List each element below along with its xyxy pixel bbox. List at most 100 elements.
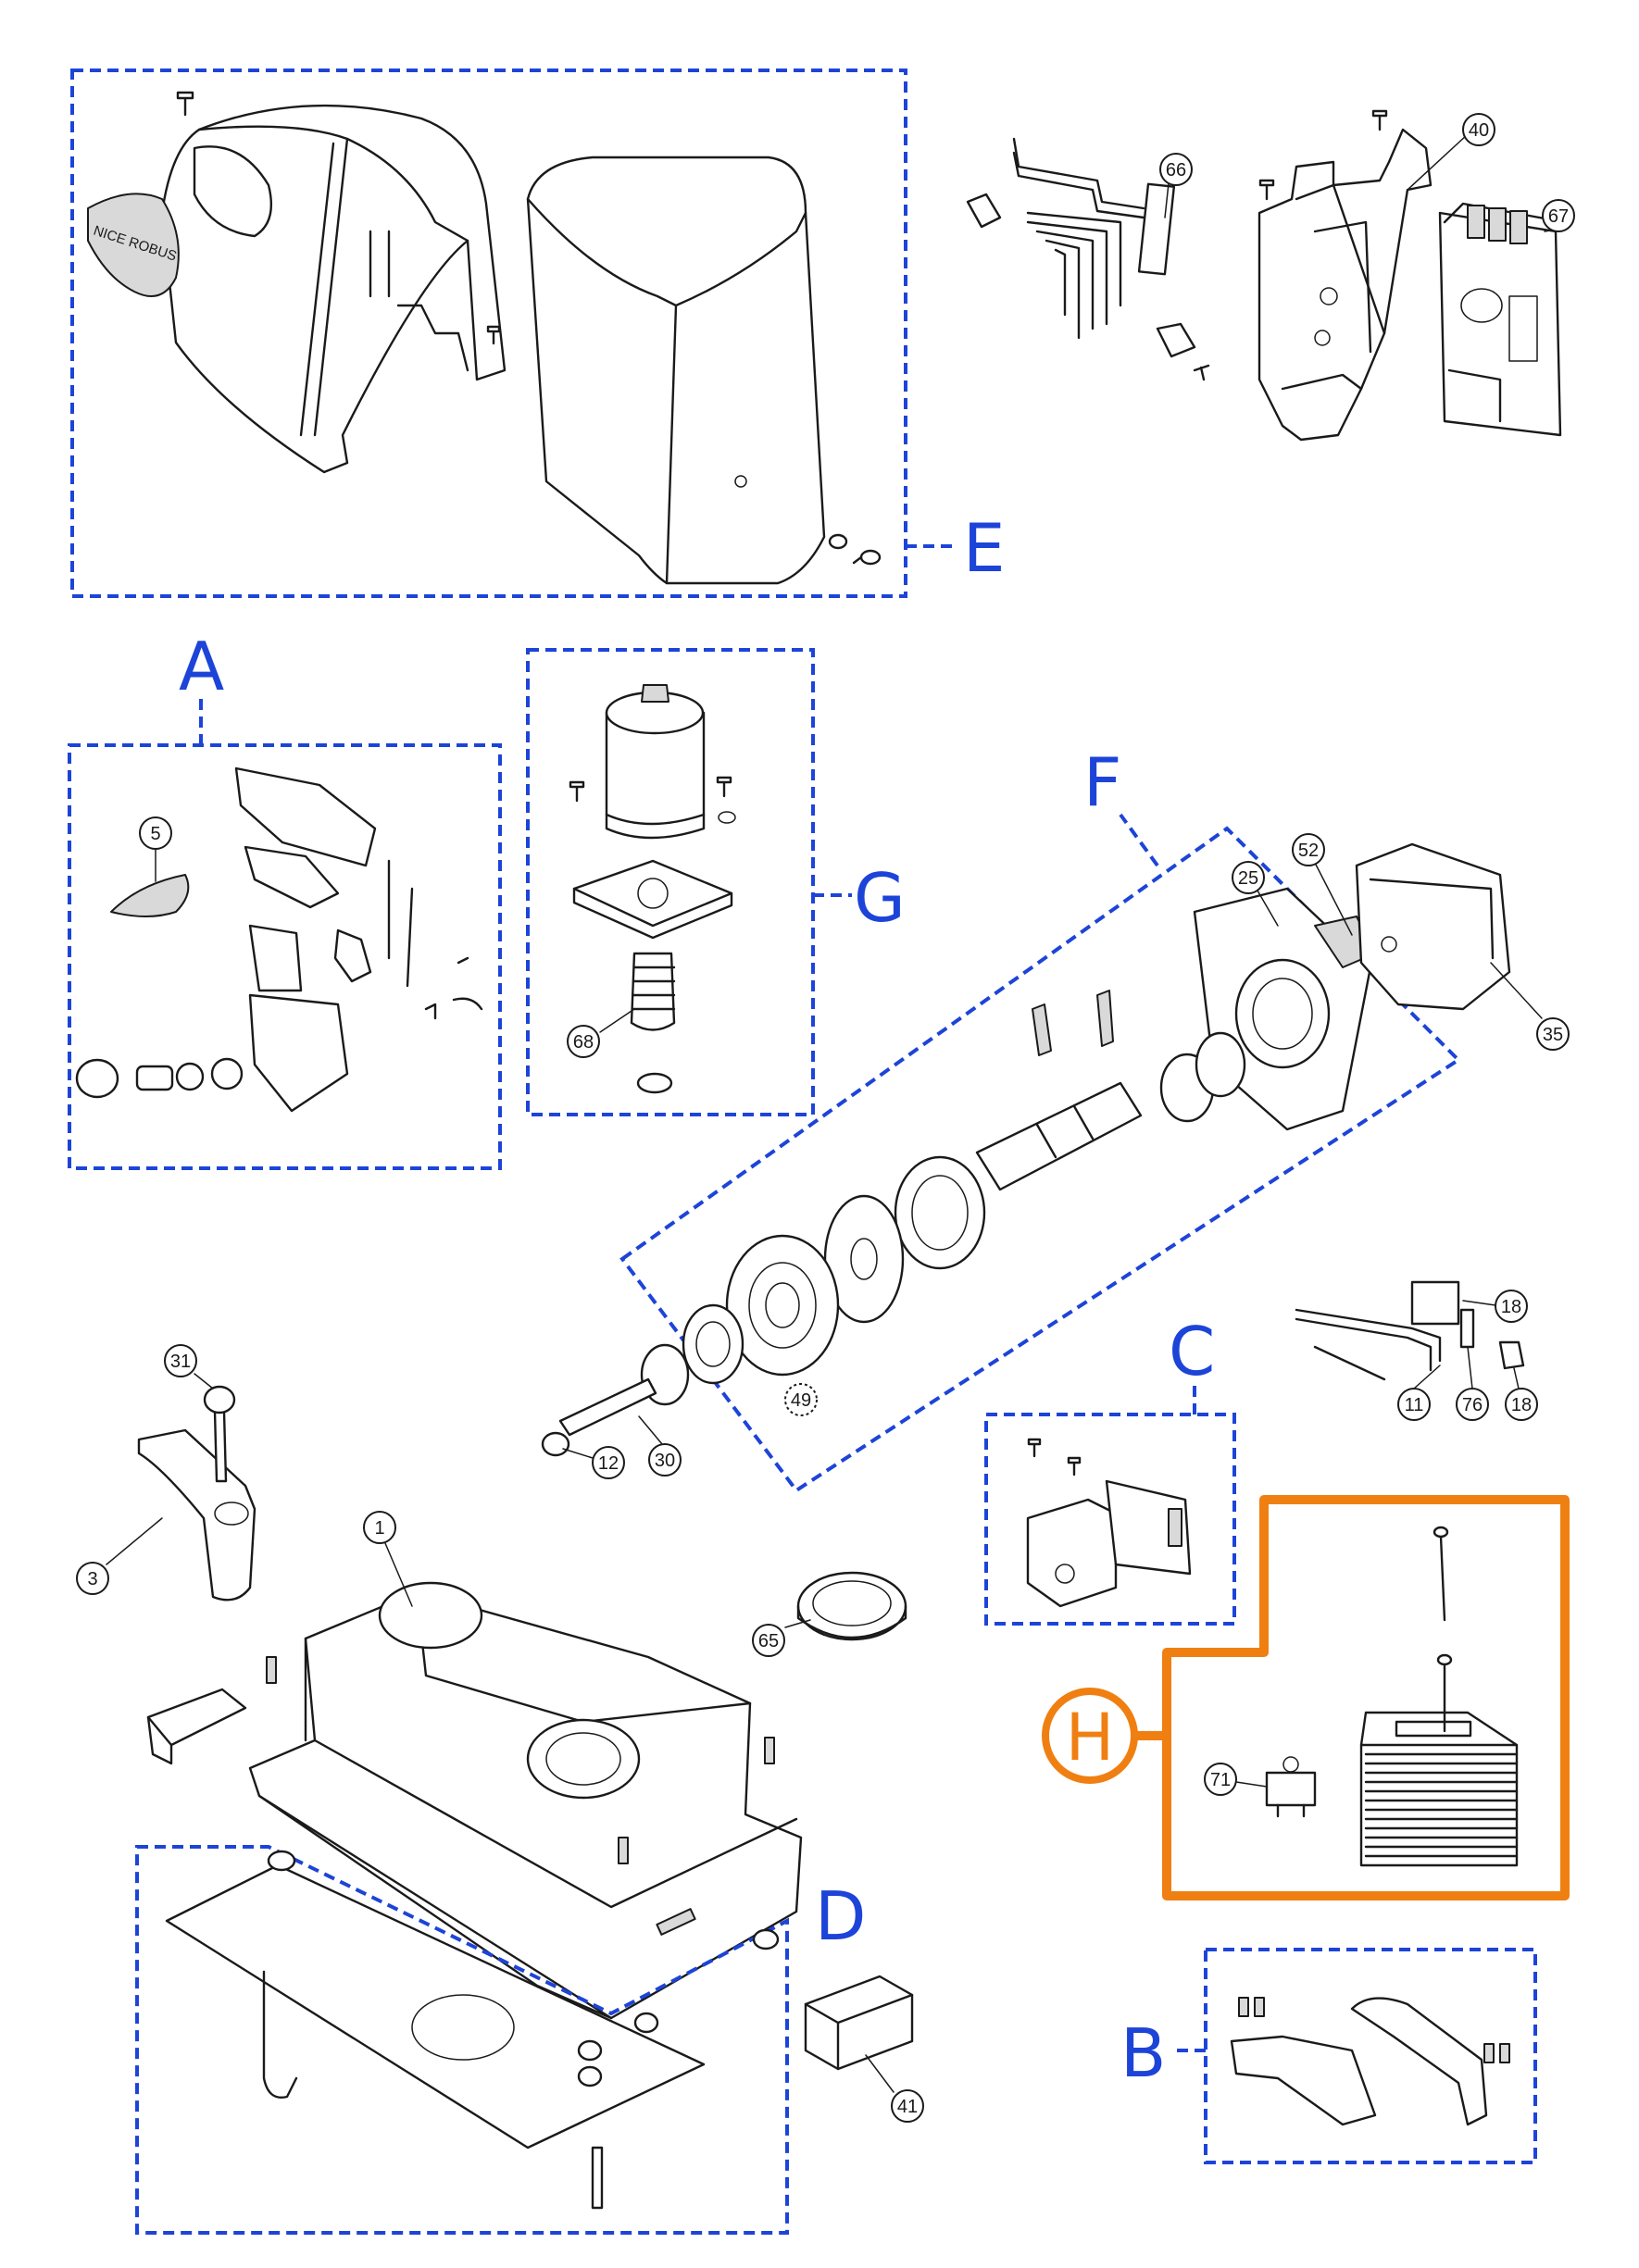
group-f: F (619, 743, 1462, 1493)
svg-text:18: 18 (1501, 1297, 1521, 1317)
group-g-letter: G (854, 859, 906, 937)
callout-65: 65 (752, 1619, 811, 1657)
callout-18: 18 (1462, 1290, 1528, 1323)
group-a: A (68, 628, 502, 1170)
control-bracket-part (1257, 109, 1433, 442)
callout-11: 11 (1397, 1365, 1441, 1421)
group-c: C (984, 1313, 1236, 1626)
svg-text:30: 30 (655, 1451, 675, 1471)
callout-52: 52 (1292, 833, 1353, 936)
motor-part (569, 684, 736, 1094)
svg-text:3: 3 (87, 1569, 97, 1589)
callout-30: 30 (638, 1415, 682, 1477)
callout-5: 5 (139, 816, 172, 882)
output-shaft-part (894, 990, 1246, 1270)
group-d-letter: D (815, 1877, 866, 1955)
screw-icon (486, 325, 501, 345)
cap-part (804, 1975, 914, 2071)
callout-25: 25 (1232, 861, 1279, 927)
screw-icon (176, 91, 194, 117)
group-f-leader (1119, 813, 1159, 867)
svg-text:25: 25 (1238, 868, 1258, 889)
screw-icon (1027, 1438, 1042, 1458)
callout-1: 1 (363, 1511, 413, 1607)
group-e: E (70, 69, 1006, 598)
callout-3: 3 (76, 1517, 163, 1595)
group-h-letter: H (1066, 1700, 1115, 1776)
svg-text:35: 35 (1543, 1025, 1563, 1045)
wiring-harness-part (966, 137, 1210, 381)
main-gear-part (682, 1234, 840, 1385)
callout-31: 31 (164, 1344, 214, 1389)
callout-76: 76 (1456, 1346, 1489, 1421)
group-b: B (1120, 1948, 1537, 2164)
pinion-shaft-part (541, 1343, 690, 1457)
svg-text:66: 66 (1166, 160, 1186, 181)
callout-49: 49 (784, 1383, 818, 1416)
rear-cover-part (526, 156, 882, 585)
svg-text:5: 5 (150, 824, 160, 844)
limit-cam-parts (1230, 1997, 1510, 2126)
group-b-letter: B (1120, 2014, 1166, 2092)
callout-66: 66 (1159, 153, 1193, 218)
svg-text:67: 67 (1548, 206, 1569, 227)
svg-text:41: 41 (897, 2097, 918, 2117)
screw-icon (1258, 179, 1275, 201)
callout-71: 71 (1204, 1763, 1268, 1796)
gearbox-body-part (146, 1581, 803, 2020)
screw-icon (569, 780, 585, 803)
screw-icon (852, 549, 882, 566)
svg-text:71: 71 (1210, 1770, 1231, 1790)
limit-switch-parts (1295, 1280, 1525, 1381)
svg-text:76: 76 (1462, 1395, 1483, 1415)
release-handle-part (137, 1385, 256, 1601)
group-a-letter: A (179, 628, 224, 705)
svg-text:68: 68 (573, 1032, 594, 1053)
group-b-outline (1204, 1948, 1537, 2164)
callout-68: 68 (567, 1008, 635, 1058)
svg-text:52: 52 (1298, 841, 1319, 861)
group-h: H (1042, 1495, 1570, 1900)
svg-text:31: 31 (170, 1352, 191, 1372)
group-d-outline (135, 1845, 789, 2235)
callout-35: 35 (1490, 962, 1570, 1051)
badge-logo-cover (87, 193, 180, 297)
group-e-letter: E (963, 509, 1006, 587)
bridge-rectifier-part (1265, 1756, 1317, 1818)
seal-ring-part (796, 1571, 907, 1641)
svg-text:18: 18 (1511, 1395, 1532, 1415)
group-g-outline (526, 648, 815, 1116)
group-d: D (135, 1845, 866, 2235)
callout-18b: 18 (1505, 1367, 1538, 1421)
gearbox-cover-part (1355, 842, 1511, 1011)
screw-icon (1067, 1456, 1082, 1477)
transformer-part (1359, 1526, 1519, 1867)
callouts: 1 3 5 11 12 18 18 (76, 113, 1575, 2123)
group-c-letter: C (1169, 1313, 1215, 1390)
svg-text:40: 40 (1469, 120, 1489, 141)
encoder-board-part (1026, 1438, 1192, 1608)
svg-text:12: 12 (598, 1453, 619, 1474)
callout-41: 41 (865, 2054, 924, 2123)
group-c-outline (984, 1413, 1236, 1626)
svg-text:65: 65 (758, 1631, 779, 1651)
svg-text:11: 11 (1405, 1395, 1424, 1415)
group-h-outline (1162, 1495, 1570, 1900)
screw-icon (1371, 109, 1388, 131)
callout-40: 40 (1407, 113, 1495, 191)
group-g: G (526, 648, 906, 1116)
release-mechanism-part (75, 766, 483, 1113)
svg-text:49: 49 (791, 1390, 811, 1411)
screw-icon (716, 776, 732, 798)
group-f-outline (619, 826, 1462, 1493)
base-plate-part (165, 1850, 780, 2210)
callout-12: 12 (562, 1446, 625, 1479)
group-h-badge (1042, 1688, 1138, 1784)
group-a-outline (68, 743, 502, 1170)
release-lever-cover-part (110, 874, 190, 917)
control-board-part (1438, 202, 1567, 437)
group-f-letter: F (1083, 743, 1121, 821)
callout-67: 67 (1542, 199, 1575, 232)
